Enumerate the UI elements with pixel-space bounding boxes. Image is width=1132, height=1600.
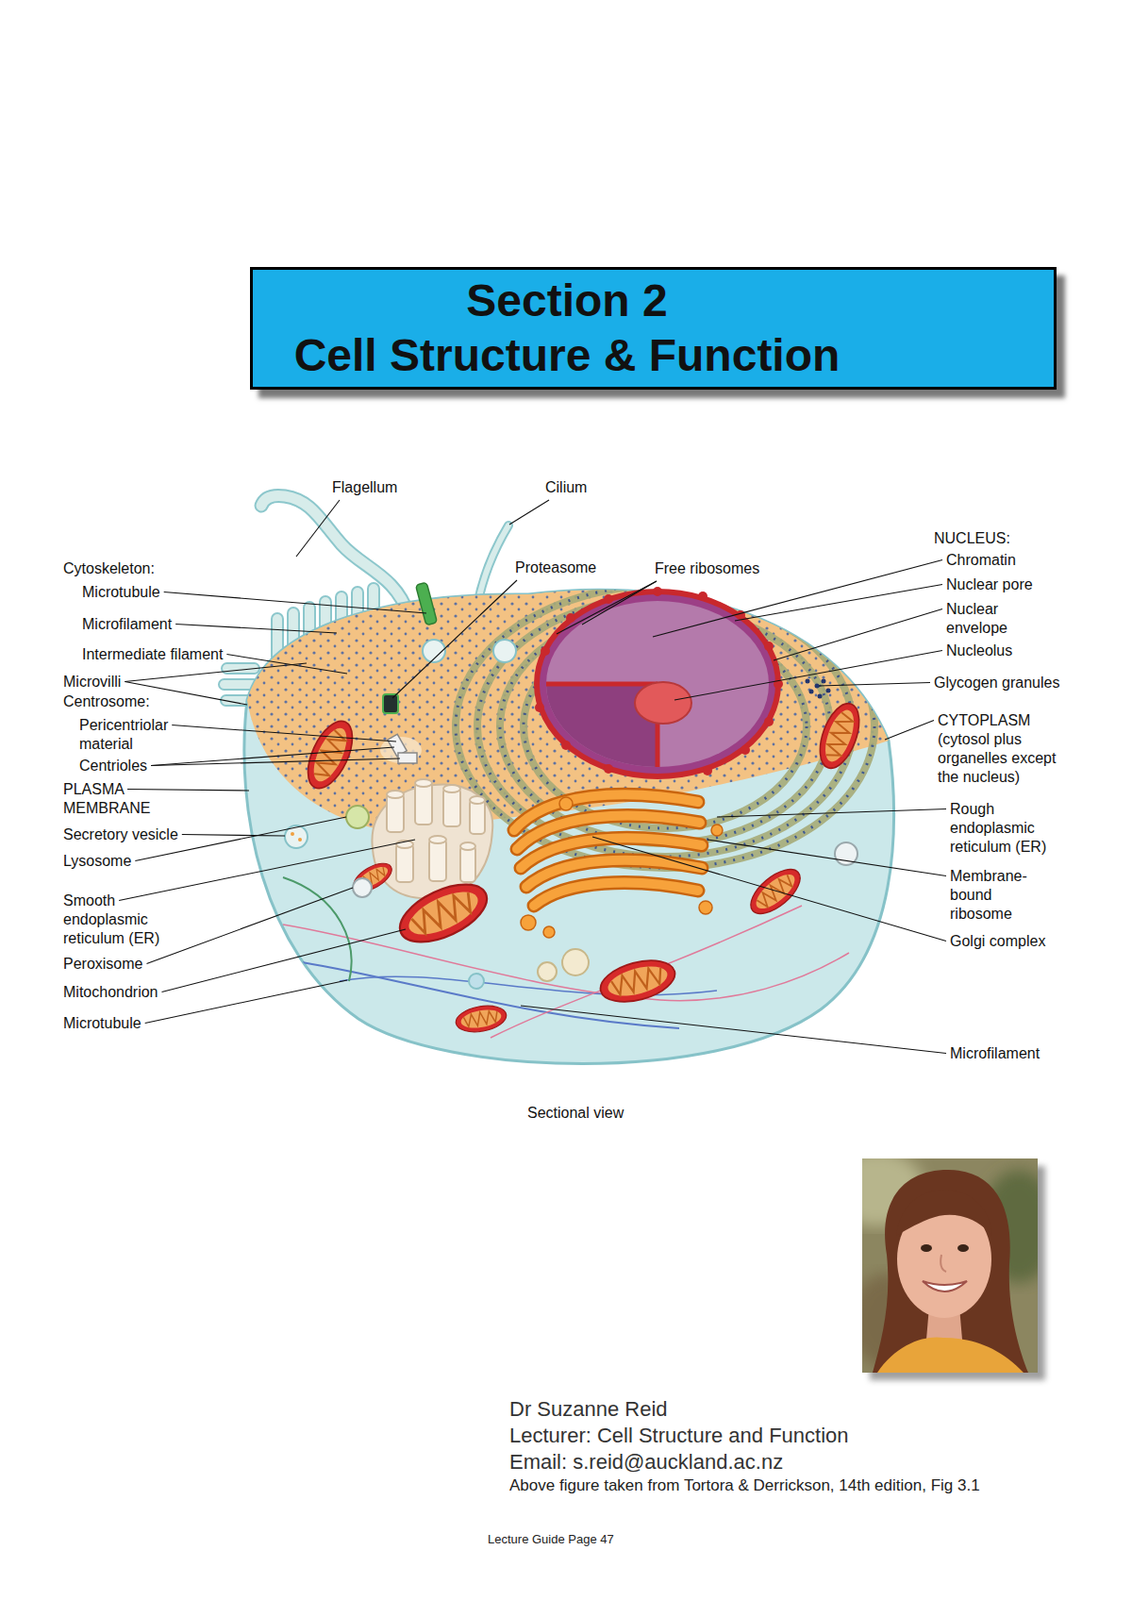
leader-line xyxy=(150,747,395,766)
leader-line xyxy=(145,980,348,1024)
part-label: Microtubule xyxy=(63,1014,142,1033)
leader-line xyxy=(127,789,250,792)
leader-line xyxy=(734,584,943,622)
part-label: Rough endoplasmic reticulum (ER) xyxy=(949,799,1068,857)
part-label: Microtubule xyxy=(82,582,161,602)
leader-line xyxy=(162,929,407,993)
figure-source: Above figure taken from Tortora & Derric… xyxy=(509,1475,981,1497)
part-label: Secretory vesicle xyxy=(63,825,179,845)
leader-line xyxy=(124,663,307,683)
part-label: (cytosol plus organelles except the nucl… xyxy=(937,730,1070,787)
leader-line xyxy=(296,499,340,557)
part-label: Cilium xyxy=(545,478,587,498)
leader-line xyxy=(150,758,400,766)
leader-line xyxy=(182,834,285,837)
part-label: Centrioles xyxy=(79,756,148,776)
part-label: Mitochondrion xyxy=(63,982,159,1002)
part-label: Golgi complex xyxy=(949,932,1046,951)
author-role: Lecturer: Cell Structure and Function xyxy=(509,1422,849,1449)
leader-line xyxy=(716,809,947,818)
part-label: Microvilli xyxy=(63,672,121,692)
page-footer: Lecture Guide Page 47 xyxy=(487,1531,615,1548)
part-label: Centrosome: xyxy=(63,692,150,712)
part-label: Microfilament xyxy=(949,1044,1040,1064)
author-email: Email: s.reid@auckland.ac.nz xyxy=(509,1448,783,1476)
part-label: Nuclear envelope xyxy=(946,599,1036,638)
leader-line xyxy=(592,836,947,942)
part-label: Proteasome xyxy=(515,558,597,578)
leader-line xyxy=(392,580,517,699)
leader-line xyxy=(146,887,353,965)
part-label: Nucleolus xyxy=(946,641,1013,661)
part-label: Membrane- bound ribosome xyxy=(949,866,1037,924)
part-label: NUCLEUS: xyxy=(933,529,1011,549)
leader-line xyxy=(175,624,337,634)
leader-line xyxy=(509,499,550,525)
part-label: CYTOPLASM xyxy=(937,711,1031,731)
section-heading: Cell Structure & Function xyxy=(252,328,882,383)
part-label: Flagellum xyxy=(332,478,398,498)
figure-caption: Sectional view xyxy=(527,1103,624,1123)
part-label: PLASMA MEMBRANE xyxy=(63,780,163,818)
leader-line xyxy=(520,1005,947,1054)
section-heading: Section 2 xyxy=(252,273,882,329)
leader-line xyxy=(171,725,397,743)
leader-line xyxy=(652,560,943,638)
part-label: Pericentriolar material xyxy=(79,715,198,754)
leader-line xyxy=(818,682,931,687)
leader-line xyxy=(674,650,943,701)
part-label: Free ribosomes xyxy=(654,559,760,579)
part-label: Lysosome xyxy=(63,851,132,871)
leader-line xyxy=(773,609,943,662)
part-label: Smooth endoplasmic reticulum (ER) xyxy=(63,891,182,949)
part-label: Intermediate filament xyxy=(82,645,223,665)
part-label: Nuclear pore xyxy=(946,575,1033,595)
author-name: Dr Suzanne Reid xyxy=(509,1396,668,1423)
part-label: Chromatin xyxy=(946,550,1016,570)
leader-line xyxy=(582,581,657,625)
leader-line xyxy=(226,654,348,675)
part-label: Peroxisome xyxy=(63,954,143,974)
part-label: Cytoskeleton: xyxy=(63,559,155,579)
part-label: Microfilament xyxy=(82,615,172,634)
leader-line xyxy=(164,592,427,615)
section-banner: Section 2Cell Structure & Function xyxy=(249,266,1057,390)
part-label: Glycogen granules xyxy=(933,673,1060,693)
leader-line xyxy=(707,839,947,877)
leader-line xyxy=(884,720,934,741)
leader-line xyxy=(118,839,416,901)
leader-line xyxy=(556,581,657,634)
